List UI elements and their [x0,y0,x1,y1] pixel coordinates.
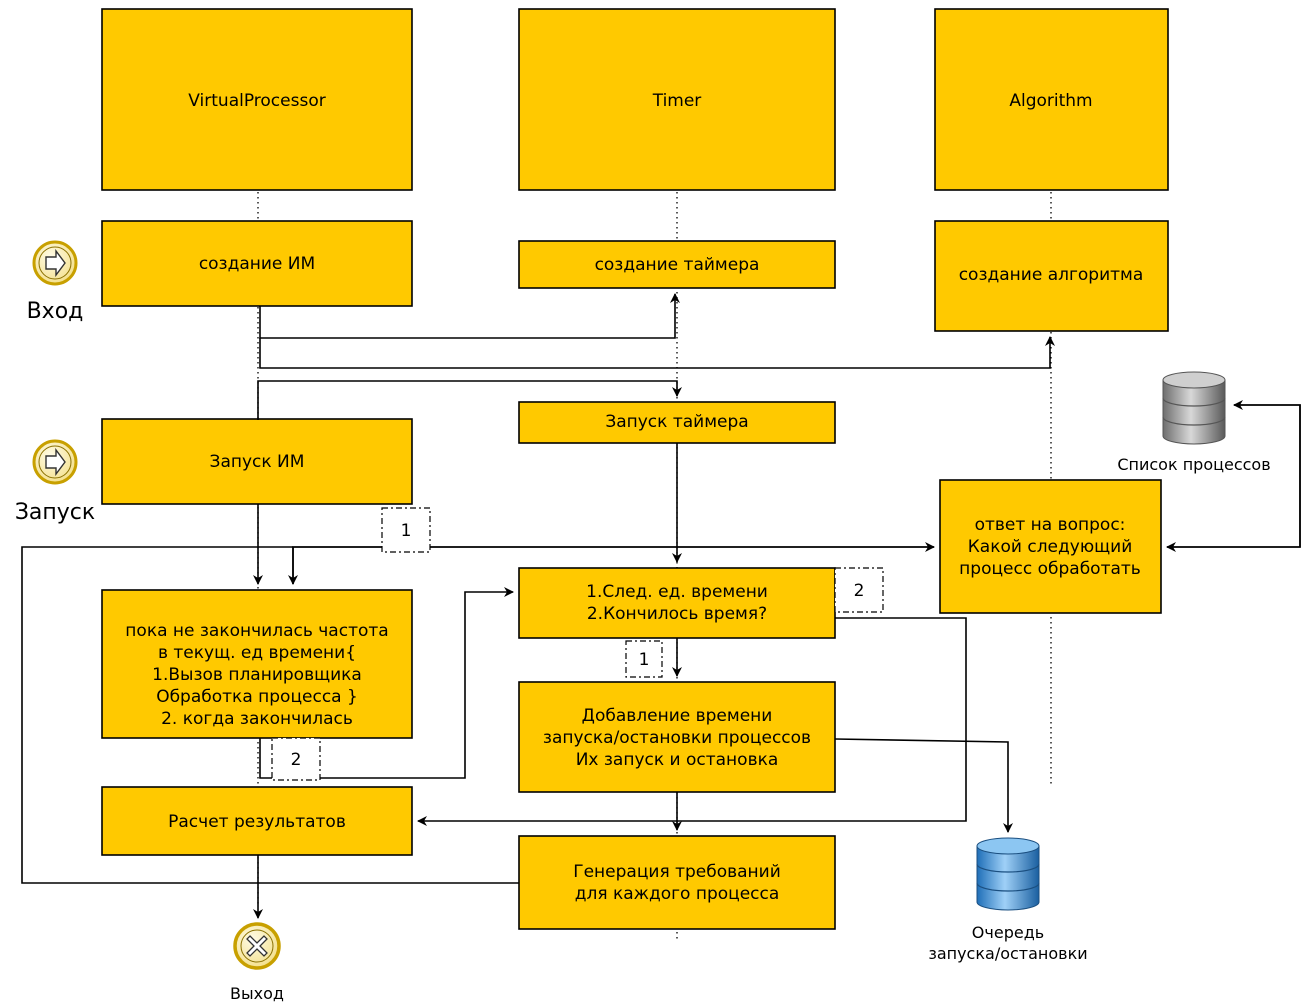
arrow-loop-to-next [259,587,514,779]
box-label-line: ответ на вопрос: [975,515,1126,535]
box-label: создание ИМ [199,254,315,274]
lane-algorithm: Algorithm [934,8,1169,191]
tag-loop-2: 2 [271,737,321,781]
box-label: Запуск ИМ [210,452,305,472]
lane-title: Timer [652,91,702,111]
box-label-line: Какой следующий [968,537,1133,557]
box-label: Расчет результатов [168,812,346,832]
database-icon [976,837,1040,911]
store-label-line: запуска/остановки [928,944,1087,963]
arrow-to-answer-from-list [1166,404,1301,552]
box-label-line: в текущ. ед времени{ [158,643,356,663]
close-icon [246,935,268,957]
box-calc-results: Расчет результатов [101,786,413,856]
lane-title: VirtualProcessor [188,91,325,111]
box-label-line: 2.Кончилось время? [587,604,767,624]
arrow-create-algorithm [259,336,1055,369]
arrow-to-queue [834,738,1013,833]
arrow-right-icon [45,248,66,278]
box-label-line: 1.Вызов планировщика [152,665,362,685]
box-create-im: создание ИМ [101,220,413,307]
lane-title: Algorithm [1009,91,1092,111]
box-label: создание таймера [595,255,760,275]
event-exit: Выход [230,922,284,1003]
box-label-line: пока не закончилась частота [125,621,388,641]
box-label-line: создание алгоритма [959,265,1144,285]
database-icon [1162,371,1226,445]
svg-text:2: 2 [854,581,865,601]
store-label: Список процессов [1117,455,1270,474]
box-label-line: Расчет результатов [168,812,346,832]
store-label-line: Очередь [972,923,1044,942]
store-process-list: Список процессов [1117,371,1271,474]
svg-text:1: 1 [401,521,412,541]
arrow-right-icon [45,447,66,477]
arrow-start-timer [257,380,682,420]
box-label-line: процесс обработать [959,559,1141,579]
box-label-line: Запуск таймера [605,412,748,432]
arrow-generate-back [21,546,519,884]
box-label-line: создание таймера [595,255,760,275]
box-create-algorithm: создание алгоритма [934,220,1169,332]
connectors [21,293,1301,919]
box-label-line: 2. когда закончилась [161,709,353,729]
lane-timer: Timer [518,8,836,191]
box-create-timer: создание таймера [518,240,836,289]
box-label-line: Их запуск и остановка [576,750,779,770]
box-label-line: для каждого процесса [575,884,780,904]
event-label: Вход [27,299,84,324]
box-label-line: Генерация требований [573,862,781,882]
box-label-line: Добавление времени [582,706,773,726]
svg-text:1: 1 [639,650,650,670]
box-label-line: Запуск ИМ [210,452,305,472]
tag-next-1: 1 [625,640,663,678]
box-label: создание алгоритма [959,265,1144,285]
box-label: Запуск таймера [605,412,748,432]
box-label-line: запуска/остановки процессов [543,728,811,748]
event-label: Выход [230,984,284,1003]
event-start: Запуск [15,439,95,525]
event-entry: Вход [27,240,84,324]
tag-loop-1: 1 [381,507,431,553]
box-label-line: создание ИМ [199,254,315,274]
store-queue: Очередь запуска/остановки [928,837,1088,963]
arrow-create-timer [259,293,680,339]
tag-next-2: 2 [834,567,884,613]
arrow-to-results [417,617,967,826]
lane-virtual-processor: VirtualProcessor [101,8,413,191]
svg-text:2: 2 [291,750,302,770]
box-start-timer: Запуск таймера [518,401,836,444]
box-start-im: Запуск ИМ [101,418,413,505]
event-label: Запуск [15,500,95,525]
store-label: Очередь запуска/остановки [928,923,1087,963]
box-label-line: Обработка процесса } [156,687,358,707]
box-label-line: 1.След. ед. времени [586,582,768,602]
